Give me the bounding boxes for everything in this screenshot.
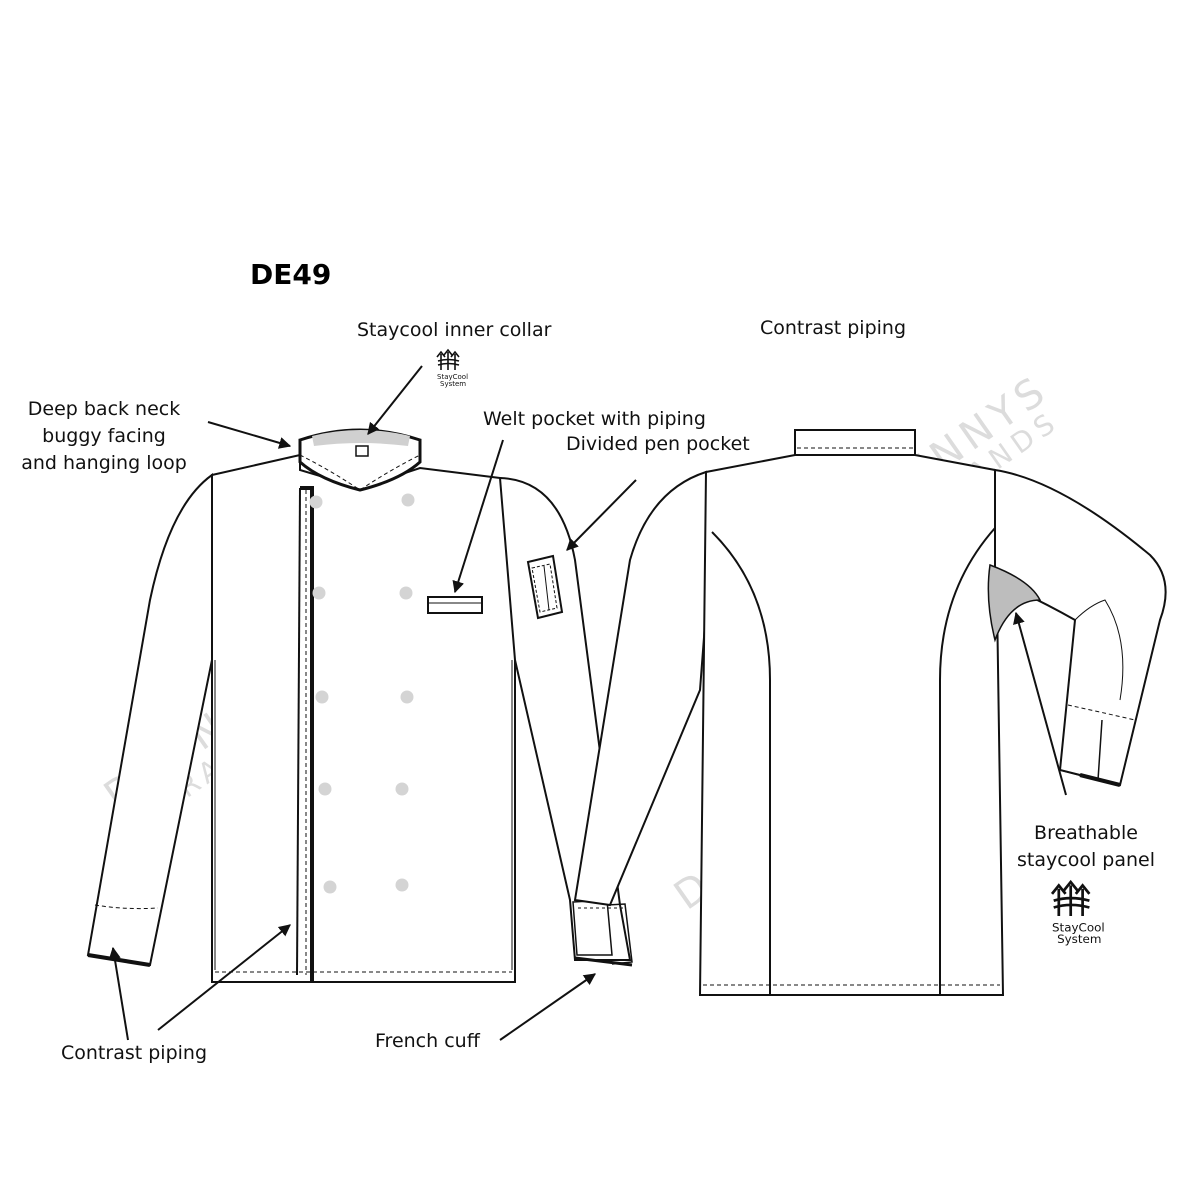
staycool-inner-collar: [312, 430, 410, 446]
button: [323, 880, 337, 894]
arrow-breathable-panel: [1013, 611, 1067, 796]
arrow-contrast-piping-placket: [157, 924, 291, 1031]
arrow-french-cuff: [499, 973, 596, 1041]
label-line: Deep back neck: [27, 398, 181, 420]
arrow-pen-pocket: [566, 479, 637, 551]
button: [399, 586, 413, 600]
label-line: buggy facing: [42, 425, 166, 447]
back-left-sleeve: [573, 470, 714, 907]
product-code: DE49: [250, 258, 332, 291]
logo-line2: System: [1057, 932, 1101, 946]
label-welt-pocket: Welt pocket with piping: [483, 408, 706, 430]
button: [400, 690, 414, 704]
button: [312, 586, 326, 600]
label-line: Breathable: [1034, 822, 1138, 844]
front-left-cuff: [94, 904, 159, 910]
front-body: [211, 453, 516, 983]
label-staycool-inner-collar: Staycool inner collar: [357, 319, 552, 341]
staycool-icon: [436, 348, 460, 370]
label-line: and hanging loop: [21, 452, 187, 474]
logo-line1: StayCool: [1052, 920, 1105, 934]
arrow-deep-back-neck: [207, 421, 292, 449]
front-jacket: [86, 428, 633, 983]
back-jacket: [573, 429, 1167, 996]
label-french-cuff: French cuff: [375, 1030, 480, 1052]
label-line: staycool panel: [1017, 849, 1155, 871]
arrow-staycool-collar: [367, 365, 423, 435]
back-seam-right: [939, 527, 996, 995]
front-left-sleeve: [86, 473, 213, 967]
logo-line2: System: [440, 380, 466, 388]
breathable-staycool-panel: [987, 563, 1042, 643]
back-body: [698, 454, 1005, 996]
button: [395, 878, 409, 892]
label-contrast-piping-bottom: Contrast piping: [61, 1042, 208, 1064]
button: [318, 782, 332, 796]
divided-pen-pocket: [526, 554, 564, 620]
button: [309, 495, 323, 509]
staycool-logo: StayCool System: [1050, 879, 1105, 946]
arrow-contrast-piping-cuff: [108, 946, 129, 1041]
back-seam-left: [711, 531, 771, 995]
button: [315, 690, 329, 704]
label-contrast-piping-top: Contrast piping: [760, 317, 907, 339]
arrow-welt-pocket: [452, 439, 504, 594]
label-deep-back-neck: Deep back neck buggy facing and hanging …: [6, 396, 202, 477]
button: [401, 493, 415, 507]
back-collar: [794, 429, 916, 456]
front-buttons: [309, 493, 415, 894]
staycool-icon: [1050, 879, 1091, 917]
button: [395, 782, 409, 796]
welt-pocket: [427, 596, 483, 614]
label-breathable-panel: Breathable staycool panel: [1010, 820, 1162, 874]
front-placket-piping: [300, 486, 314, 982]
staycool-logo: StayCool System: [436, 348, 468, 388]
callout-arrows: [108, 365, 1067, 1041]
label-divided-pen-pocket: Divided pen pocket: [566, 433, 750, 455]
logo-line1: StayCool: [437, 373, 468, 381]
